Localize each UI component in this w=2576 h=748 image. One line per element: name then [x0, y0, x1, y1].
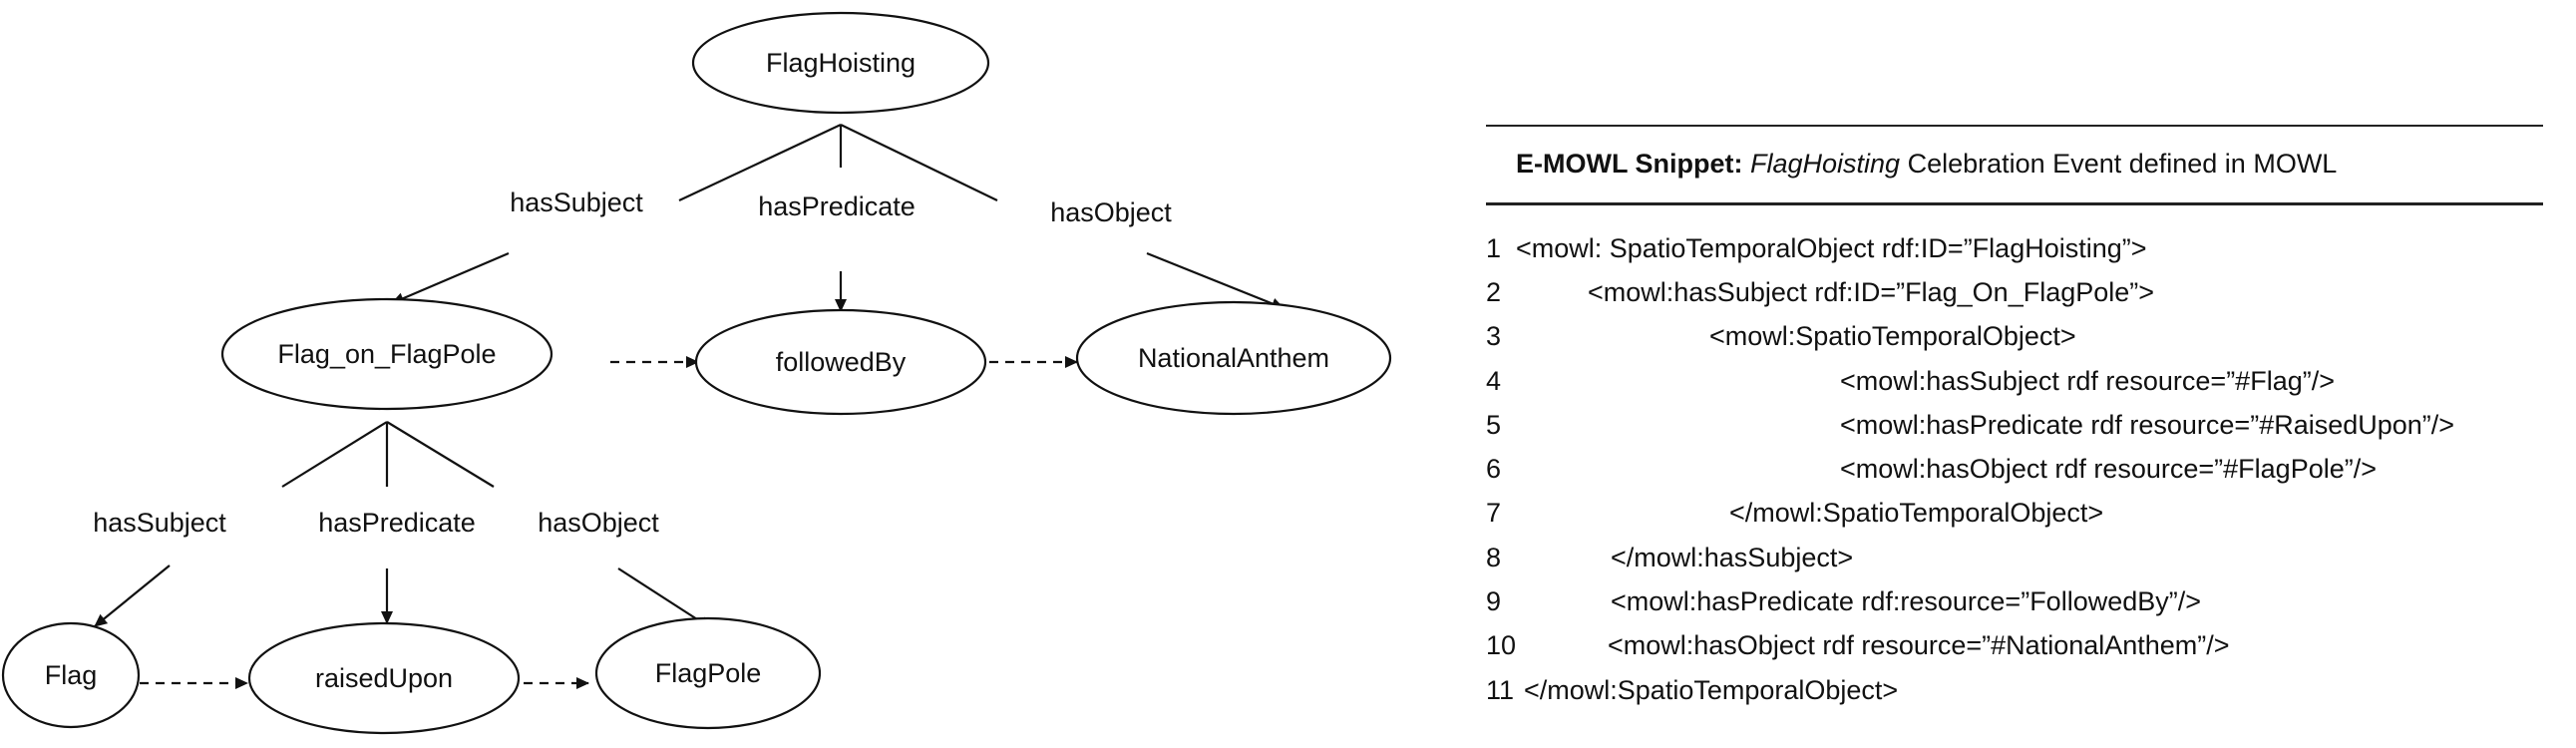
code-line-10: 10 <mowl:hasObject rdf resource=”#Nationa… — [1486, 625, 2230, 665]
code-line-text: </mowl:SpatioTemporalObject> — [1729, 498, 2104, 528]
code-line-7: 7 </mowl:SpatioTemporalObject> — [1486, 493, 2103, 533]
code-line-text: <mowl:hasSubject rdf:ID=”Flag_On_FlagPol… — [1588, 277, 2155, 307]
node-national-anthem-label: NationalAnthem — [1138, 343, 1329, 373]
code-line-number: 5 — [1486, 410, 1502, 440]
code-line-text: <mowl: SpatioTemporalObject rdf:ID=”Flag… — [1516, 233, 2147, 263]
code-line-number: 2 — [1486, 277, 1502, 307]
code-line-9: 9 <mowl:hasPredicate rdf:resource=”Follow… — [1486, 581, 2201, 621]
code-line-number: 9 — [1486, 586, 1502, 616]
node-flag-hoisting: FlagHoisting — [691, 11, 990, 115]
branch-line-subject — [678, 124, 842, 201]
code-line-text: <mowl:hasObject rdf resource=”#FlagPole”… — [1840, 454, 2377, 484]
code-line-1: 1 <mowl: SpatioTemporalObject rdf:ID=”Fla… — [1486, 228, 2147, 268]
node-flag-label: Flag — [45, 660, 98, 690]
code-line-5: 5 <mowl:hasPredicate rdf resource=”#Raise… — [1486, 405, 2454, 445]
edge-label-has-predicate-top: hasPredicate — [758, 191, 916, 221]
code-line-text: <mowl:SpatioTemporalObject> — [1709, 321, 2076, 351]
edge-label-has-subject-bottom: hasSubject — [93, 508, 226, 538]
node-followed-by: followedBy — [694, 308, 987, 416]
edge-label-has-subject-top: hasSubject — [510, 187, 643, 217]
code-line-number: 1 — [1486, 233, 1502, 263]
code-line-number: 6 — [1486, 454, 1502, 484]
sub-branch-line-subject — [281, 421, 388, 488]
node-flagpole: FlagPole — [594, 616, 822, 730]
node-flag: Flag — [1, 621, 141, 729]
code-line-text: </mowl:hasSubject> — [1611, 543, 1854, 572]
node-flagpole-label: FlagPole — [655, 658, 762, 688]
snippet-title-rest: Celebration Event defined in MOWL — [1907, 149, 2338, 179]
snippet-top-rule — [1486, 125, 2543, 127]
code-line-number: 4 — [1486, 366, 1502, 396]
sub-branch-line-object — [386, 421, 495, 488]
code-line-11: 11 </mowl:SpatioTemporalObject> — [1486, 670, 1898, 710]
code-line-text: <mowl:hasPredicate rdf:resource=”Followe… — [1611, 586, 2202, 616]
node-flag-on-flagpole: Flag_on_FlagPole — [220, 297, 553, 411]
node-flag-hoisting-label: FlagHoisting — [766, 48, 916, 78]
snippet-title-rule — [1486, 202, 2543, 205]
code-line-number: 3 — [1486, 321, 1502, 351]
code-line-number: 8 — [1486, 543, 1502, 572]
code-line-6: 6 <mowl:hasObject rdf resource=”#FlagPole… — [1486, 449, 2377, 489]
code-line-8: 8 </mowl:hasSubject> — [1486, 538, 1853, 577]
code-line-4: 4 <mowl:hasSubject rdf resource=”#Flag”/> — [1486, 361, 2335, 401]
node-raised-upon: raisedUpon — [247, 621, 521, 735]
node-national-anthem: NationalAnthem — [1075, 300, 1392, 416]
flag-hoisting-diagram: FlagHoisting Flag_on_FlagPole followedBy… — [1, 11, 1392, 735]
code-line-3: 3 <mowl:SpatioTemporalObject> — [1486, 316, 2076, 356]
code-line-text: <mowl:hasPredicate rdf resource=”#Raised… — [1840, 410, 2455, 440]
node-followed-by-label: followedBy — [776, 347, 907, 377]
snippet-title-bold: E-MOWL Snippet: — [1516, 149, 1743, 179]
edge-label-has-object-bottom: hasObject — [538, 508, 659, 538]
snippet-title-italic: FlagHoisting — [1750, 149, 1901, 179]
arrow-has-subject-top — [391, 251, 510, 305]
arrow-has-object-top — [1146, 251, 1285, 310]
code-line-2: 2 <mowl:hasSubject rdf:ID=”Flag_On_FlagPo… — [1486, 272, 2154, 312]
arrow-has-subject-bottom — [94, 564, 171, 627]
edge-label-has-object-top: hasObject — [1050, 197, 1172, 227]
code-line-text: <mowl:hasSubject rdf resource=”#Flag”/> — [1840, 366, 2335, 396]
code-line-number: 11 — [1486, 675, 1515, 705]
emowl-snippet-panel: E-MOWL Snippet: FlagHoisting Celebration… — [1486, 125, 2553, 723]
code-line-text: <mowl:hasObject rdf resource=”#NationalA… — [1608, 630, 2230, 660]
node-raised-upon-label: raisedUpon — [315, 663, 453, 693]
code-line-number: 10 — [1486, 630, 1517, 660]
code-line-text: </mowl:SpatioTemporalObject> — [1524, 675, 1899, 705]
snippet-title: E-MOWL Snippet: FlagHoisting Celebration… — [1516, 149, 2337, 180]
edge-label-has-predicate-bottom: hasPredicate — [318, 508, 476, 538]
node-flag-on-flagpole-label: Flag_on_FlagPole — [277, 339, 496, 369]
code-line-number: 7 — [1486, 498, 1502, 528]
branch-line-object — [840, 124, 998, 201]
